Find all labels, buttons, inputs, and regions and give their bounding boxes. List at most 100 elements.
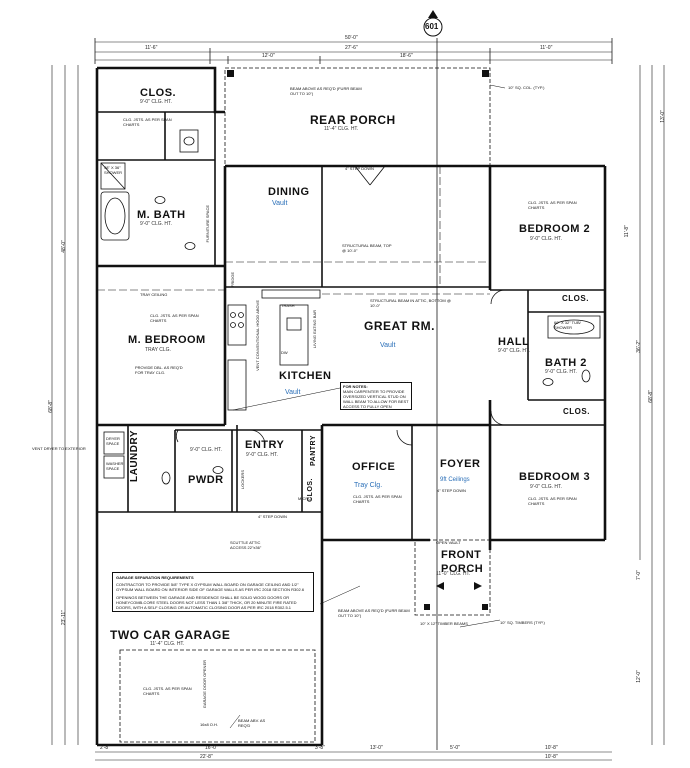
room-foyer-ceiling: 9ft Ceilings: [440, 477, 470, 483]
dim-right-d: 7'-0": [636, 570, 642, 580]
room-dining-vault: Vault: [272, 200, 288, 207]
note-shower-mbath: 48" X 36" SHOWER: [104, 165, 122, 175]
room-office-ceiling: Tray Clg.: [354, 482, 383, 489]
room-garage-ceiling: 11'-4" CLG. HT.: [150, 641, 185, 647]
note-column: 10" SQ. COL. (TYP.): [508, 85, 545, 90]
dim-right-a: 13'-0": [660, 110, 666, 123]
room-laundry: LAUNDRY: [129, 430, 140, 483]
dim-right-overall: 68'-8": [648, 390, 654, 403]
note-clg-joists-bed2: CLG. JSTS. AS PER SPAN CHARTS: [528, 200, 577, 210]
dim-bottom-c: 3'-8": [315, 745, 325, 751]
note-dw: DW: [281, 350, 288, 355]
room-kitchen-vault: Vault: [285, 389, 301, 396]
room-m-bath-ceiling: 9'-0" CLG. HT.: [140, 221, 172, 227]
room-clos-b2: CLOS.: [563, 407, 590, 416]
room-bedroom-2: BEDROOM 2: [519, 223, 591, 235]
note-trash: TRASH: [281, 303, 295, 308]
room-rear-porch-ceiling: 11'-4" CLG. HT.: [324, 126, 359, 132]
note-lockers: LOCKERS: [240, 470, 245, 490]
note-provide-dbl: PROVIDE DBL. AS REQ'D FOR TRAY CLG.: [135, 365, 183, 375]
dim-top-left: 11'-6": [145, 45, 158, 51]
room-m-bedroom-ceiling: TRAY CLG.: [145, 347, 171, 353]
room-entry-ceiling: 9'-0" CLG. HT.: [246, 452, 278, 458]
note-furniture: FURNITURE SPACE: [205, 205, 210, 243]
room-clos-top: CLOS.: [140, 87, 177, 99]
dim-bottom-b: 16'-0": [205, 745, 218, 751]
room-m-bath: M. BATH: [137, 209, 186, 221]
note-fridge: FRIDGE: [230, 272, 235, 288]
room-dining: DINING: [268, 186, 310, 198]
note-clg-joists-clos: CLG. JSTS. AS PER SPAN CHARTS: [123, 117, 172, 127]
room-great-rm-vault: Vault: [380, 342, 396, 349]
dim-right-b: 36'-2": [636, 340, 642, 353]
room-hall-ceiling: 9'-0" CLG. HT.: [498, 348, 530, 354]
room-office: OFFICE: [352, 461, 396, 473]
note-washer: WASHER SPACE: [106, 461, 124, 471]
dim-right-c: 11'-8": [624, 225, 630, 238]
dim-left-overall: 68'-8": [48, 400, 54, 413]
room-clos-hall: CLOS.: [562, 294, 589, 303]
room-pwdr-ceiling: 9'-0" CLG. HT.: [190, 447, 222, 453]
room-hall: HALL: [498, 336, 530, 348]
room-front-porch-ceiling: 11'-0" CLG. HT.: [436, 571, 471, 577]
note-clg-joists-bed3: CLG. JSTS. AS PER SPAN CHARTS: [528, 496, 577, 506]
note-timber-beams: 10" X 12" TIMBER BEAMS: [420, 621, 468, 626]
note-micro: MICRO: [298, 496, 312, 501]
note-clg-joists-mbed: CLG. JSTS. AS PER SPAN CHARTS: [150, 313, 199, 323]
note-timbers: 10" SQ. TIMBERS (TYP.): [500, 620, 545, 625]
room-bedroom-3: BEDROOM 3: [519, 471, 591, 483]
dim-bottom-a: 2'-8": [100, 745, 110, 751]
note-step-down-rear: 4" STEP DOWN: [345, 166, 374, 171]
note-beam-abv: BEAM ABV. AS REQ'D: [238, 718, 266, 728]
room-foyer: FOYER: [440, 458, 481, 470]
dim-left-top: 48'-0": [61, 240, 67, 253]
garage-separation-title: GARAGE SEPARATION REQUIREMENTS: [116, 575, 194, 580]
garage-separation-1: CONTRACTOR TO PROVIDE 5/8" TYPE X GYPSUM…: [116, 582, 305, 592]
note-garage-opener: GARAGE DOOR OPENER: [202, 660, 207, 709]
dim-bottom-e: 13'-0": [370, 745, 383, 751]
note-beam-front: BEAM ABOVE AS REQ'D (FURR BEAM OUT TO 10…: [338, 608, 410, 618]
dim-bottom-g: 22'-8": [200, 754, 213, 760]
room-great-rm: GREAT RM.: [364, 319, 435, 333]
note-shower-b2: 60" X 32" TUB/ SHOWER: [554, 320, 581, 330]
dim-bottom-h: 10'-8": [545, 754, 558, 760]
note-clg-joists-office: CLG. JSTS. AS PER SPAN CHARTS: [353, 494, 402, 504]
room-front-porch: FRONT PORCH: [441, 549, 484, 576]
dim-top-mid: 27'-6": [345, 45, 358, 51]
note-structural-beam-attic: STRUCTURAL BEAM IN ATTIC, BOTTOM @ 10'-0…: [370, 298, 451, 308]
note-vent-dryer: VENT DRYER TO EXTERIOR: [32, 446, 86, 451]
dim-top-right: 11'-0": [540, 45, 553, 51]
note-tray-ceiling: TRAY CEILING: [140, 292, 168, 297]
room-bedroom-2-ceiling: 9'-0" CLG. HT.: [530, 236, 562, 242]
room-pwdr: PWDR: [188, 474, 224, 486]
room-clos-top-ceiling: 9'-0" CLG. HT.: [140, 99, 172, 105]
note-dryer: DRYER SPACE: [106, 436, 120, 446]
room-bedroom-3-ceiling: 9'-0" CLG. HT.: [530, 484, 562, 490]
garage-separation-2: OPENINGS BETWEEN THE GARAGE AND RESIDENC…: [116, 595, 297, 610]
garage-separation-box: GARAGE SEPARATION REQUIREMENTS CONTRACTO…: [112, 572, 314, 612]
dim-right-e: 12'-0": [636, 670, 642, 683]
room-two-car-garage: TWO CAR GARAGE: [110, 628, 231, 642]
dim-top-sub2: 18'-6": [400, 53, 413, 59]
note-living-eating: LIVING EATING BAR: [312, 310, 317, 349]
room-m-bedroom: M. BEDROOM: [128, 334, 206, 346]
framing-note-box: FOR NOTES: MAIN CARPENTER TO PROVIDE OVE…: [340, 382, 412, 410]
room-front-porch-1: FRONT PORCH: [441, 548, 484, 577]
dim-top-sub1: 12'-0": [262, 53, 275, 59]
note-open-vault: OPEN VAULT: [436, 540, 461, 545]
note-scuttle: SCUTTLE ATTIC ACCESS 22"x36": [230, 540, 262, 550]
note-garage-door: 16x8 O.H.: [200, 722, 219, 727]
framing-note-body: MAIN CARPENTER TO PROVIDE OVERSIZED VERT…: [343, 389, 409, 409]
room-entry: ENTRY: [245, 439, 285, 451]
room-bath-2: BATH 2: [545, 357, 587, 369]
dim-left-bottom: 23'-11": [61, 610, 67, 626]
room-kitchen: KITCHEN: [279, 370, 332, 382]
section-marker-label: 601: [425, 22, 439, 31]
note-structural-beam: STRUCTURAL BEAM, TOP @ 10'-0": [342, 243, 392, 253]
framing-note-title: FOR NOTES:: [343, 384, 368, 389]
room-rear-porch: REAR PORCH: [310, 113, 396, 127]
dim-overall-width: 50'-0": [345, 35, 358, 41]
note-beam-rear: BEAM ABOVE AS REQ'D (FURR BEAM OUT TO 10…: [290, 86, 362, 96]
